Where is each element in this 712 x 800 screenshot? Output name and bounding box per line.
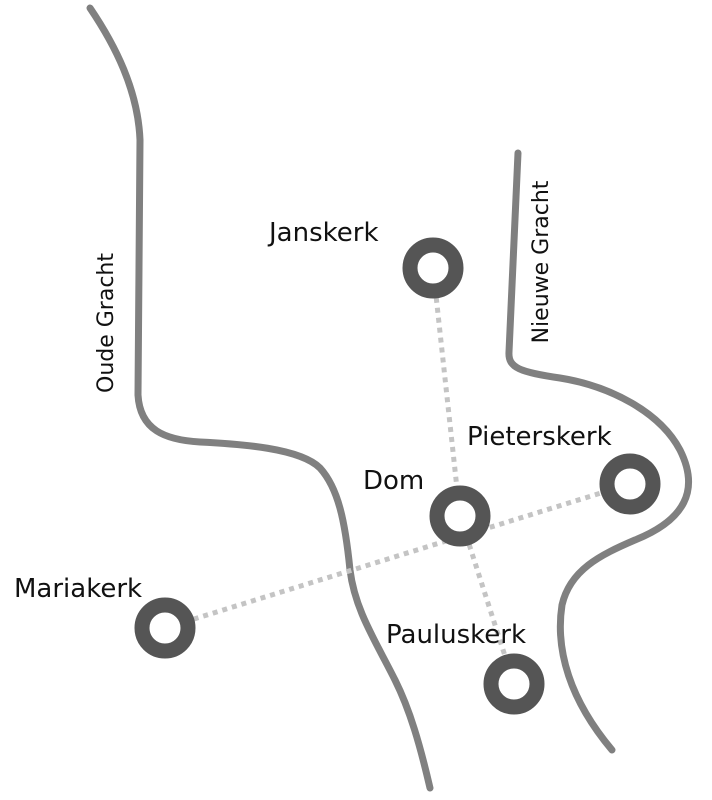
janskerk-label: Janskerk xyxy=(267,218,379,248)
dom-label: Dom xyxy=(363,466,424,496)
pauluskerk-label: Pauluskerk xyxy=(386,620,526,650)
mariakerk-label: Mariakerk xyxy=(14,574,142,604)
oude-gracht-canal xyxy=(86,4,434,792)
pieterskerk-label: Pieterskerk xyxy=(467,422,612,452)
pieterskerk-marker xyxy=(599,453,661,515)
connection-janskerk-dom xyxy=(430,267,463,517)
pauluskerk-marker xyxy=(483,653,545,715)
connection-mariakerk-pieterskerk xyxy=(164,481,631,631)
dom-marker xyxy=(429,485,491,547)
oude-gracht-label: Oude Gracht xyxy=(94,253,119,393)
mariakerk-marker xyxy=(134,597,196,659)
nieuwe-gracht-canal xyxy=(505,149,692,754)
janskerk-marker xyxy=(402,237,464,299)
nieuwe-gracht-label: Nieuwe Gracht xyxy=(529,180,554,343)
